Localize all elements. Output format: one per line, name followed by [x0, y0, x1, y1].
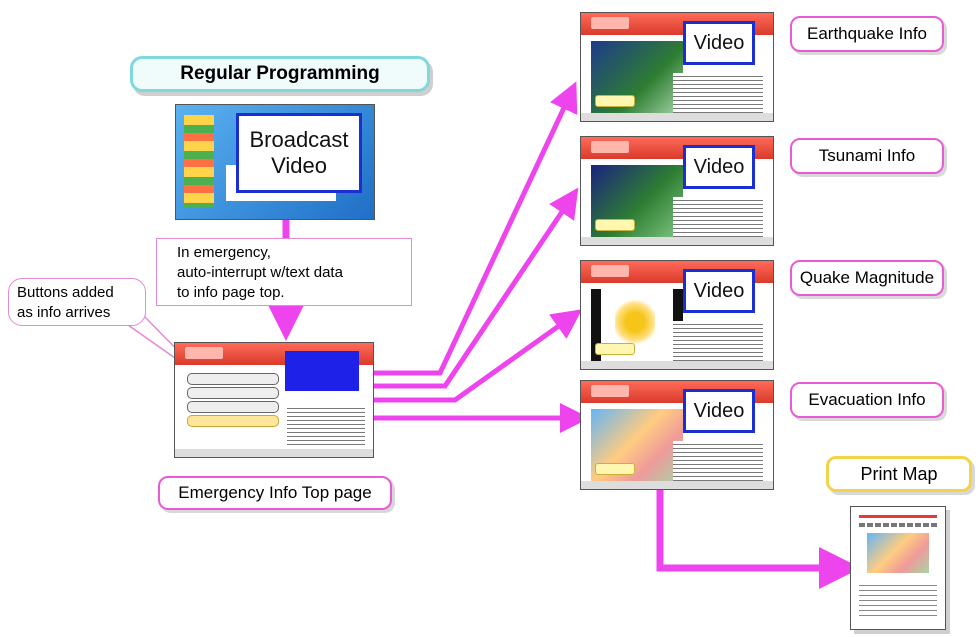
evacuation-info-label: Evacuation Info	[790, 382, 944, 418]
tsunami-info-label: Tsunami Info	[790, 138, 944, 174]
broadcast-screen: Broadcast Video	[175, 104, 375, 220]
info-button[interactable]	[187, 415, 279, 427]
broadcast-video-line-2: Video	[271, 153, 327, 178]
emergency-top-page-label: Emergency Info Top page	[158, 476, 392, 510]
info-button[interactable]	[187, 401, 279, 413]
tsunami-page-screen: Video	[580, 136, 774, 246]
interrupt-note-line-2: auto-interrupt w/text data	[177, 264, 343, 281]
quake-magnitude-label: Quake Magnitude	[790, 260, 944, 296]
interrupt-note-line-3: to info page top.	[177, 284, 285, 301]
broadcast-video-line-1: Broadcast	[249, 127, 349, 152]
buttons-note-line-1: Buttons added	[17, 284, 114, 301]
printed-map-page	[850, 506, 946, 630]
earthquake-video-box: Video	[683, 21, 755, 65]
earthquake-page-screen: Video	[580, 12, 774, 122]
interrupt-note-line-1: In emergency,	[177, 244, 271, 261]
info-button[interactable]	[187, 373, 279, 385]
print-map-label: Print Map	[826, 456, 972, 492]
arrow-to-print-map	[656, 485, 861, 589]
tsunami-video-box: Video	[683, 145, 755, 189]
interrupt-note: In emergency, auto-interrupt w/text data…	[156, 238, 412, 306]
buttons-note: Buttons added as info arrives	[8, 278, 146, 326]
magnitude-page-screen: Video	[580, 260, 774, 370]
evacuation-video-box: Video	[683, 389, 755, 433]
magnitude-video-box: Video	[683, 269, 755, 313]
regular-programming-label: Regular Programming	[130, 56, 430, 92]
buttons-note-line-2: as info arrives	[17, 304, 111, 321]
evacuation-page-screen: Video	[580, 380, 774, 490]
info-button[interactable]	[187, 387, 279, 399]
earthquake-info-label: Earthquake Info	[790, 16, 944, 52]
broadcast-video-box: Broadcast Video	[236, 113, 362, 193]
emergency-top-page-screen	[174, 342, 374, 458]
